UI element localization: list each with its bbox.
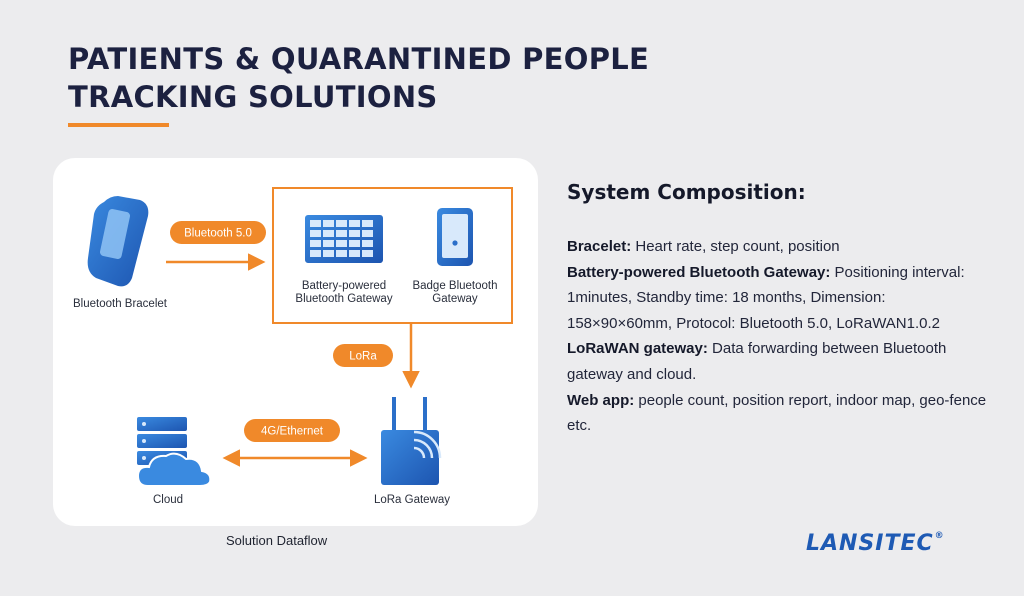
title-line-1: PATIENTS & QUARANTINED PEOPLE xyxy=(68,42,650,76)
item-text: Heart rate, step count, position xyxy=(631,238,840,255)
badge-gateway-icon xyxy=(437,208,473,266)
title-underline xyxy=(68,123,169,127)
title-line-2: TRACKING SOLUTIONS xyxy=(68,80,438,114)
badge-gateway-label-2: Gateway xyxy=(432,293,478,305)
diagram-caption: Solution Dataflow xyxy=(226,533,328,548)
logo-text: LANSITEC xyxy=(806,531,934,556)
item-battery-gateway: Battery-powered Bluetooth Gateway: Posit… xyxy=(567,264,965,332)
battery-gateway-icon xyxy=(305,215,383,263)
bluetooth-link-label: Bluetooth 5.0 xyxy=(184,228,252,240)
page-title: PATIENTS & QUARANTINED PEOPLE TRACKING S… xyxy=(68,40,649,116)
badge-gateway-label-1: Badge Bluetooth xyxy=(412,280,497,292)
ethernet-link-badge: 4G/Ethernet xyxy=(244,419,340,442)
item-bracelet: Bracelet: Heart rate, step count, positi… xyxy=(567,238,840,255)
item-label: LoRaWAN gateway: xyxy=(567,340,708,358)
item-text: people count, position report, indoor ma… xyxy=(567,391,987,435)
lansitec-logo: LANSITEC® xyxy=(806,531,945,556)
gateway-group-box xyxy=(272,187,513,324)
lora-link-label: LoRa xyxy=(349,351,377,363)
item-label: Bracelet: xyxy=(567,238,632,255)
item-lorawan-gateway: LoRaWAN gateway: Data forwarding between… xyxy=(567,340,946,383)
system-composition-body: Bracelet: Heart rate, step count, positi… xyxy=(567,234,987,439)
battery-gateway-label-2: Bluetooth Gateway xyxy=(295,293,392,305)
bracelet-label: Bluetooth Bracelet xyxy=(73,298,168,310)
item-label: Web app: xyxy=(567,391,635,409)
lora-gateway-icon xyxy=(381,397,442,485)
bracelet-icon xyxy=(87,196,149,287)
system-composition-panel: System Composition: Bracelet: Heart rate… xyxy=(567,180,987,439)
cloud-server-icon xyxy=(136,417,212,487)
ethernet-link-label: 4G/Ethernet xyxy=(261,426,324,438)
lora-gateway-label: LoRa Gateway xyxy=(374,494,450,506)
lora-link-badge: LoRa xyxy=(333,344,393,367)
bluetooth-link-badge: Bluetooth 5.0 xyxy=(170,221,266,244)
cloud-label: Cloud xyxy=(153,494,183,506)
battery-gateway-label-1: Battery-powered xyxy=(302,280,386,292)
system-composition-title: System Composition: xyxy=(567,180,806,204)
item-text: Positioning interval: 1minutes, Standby … xyxy=(567,263,965,332)
registered-mark: ® xyxy=(934,531,945,541)
item-web-app: Web app: people count, position report, … xyxy=(567,392,986,435)
item-text: Data forwarding between Bluetooth gatewa… xyxy=(567,340,947,383)
item-label: Battery-powered Bluetooth Gateway: xyxy=(567,263,831,281)
